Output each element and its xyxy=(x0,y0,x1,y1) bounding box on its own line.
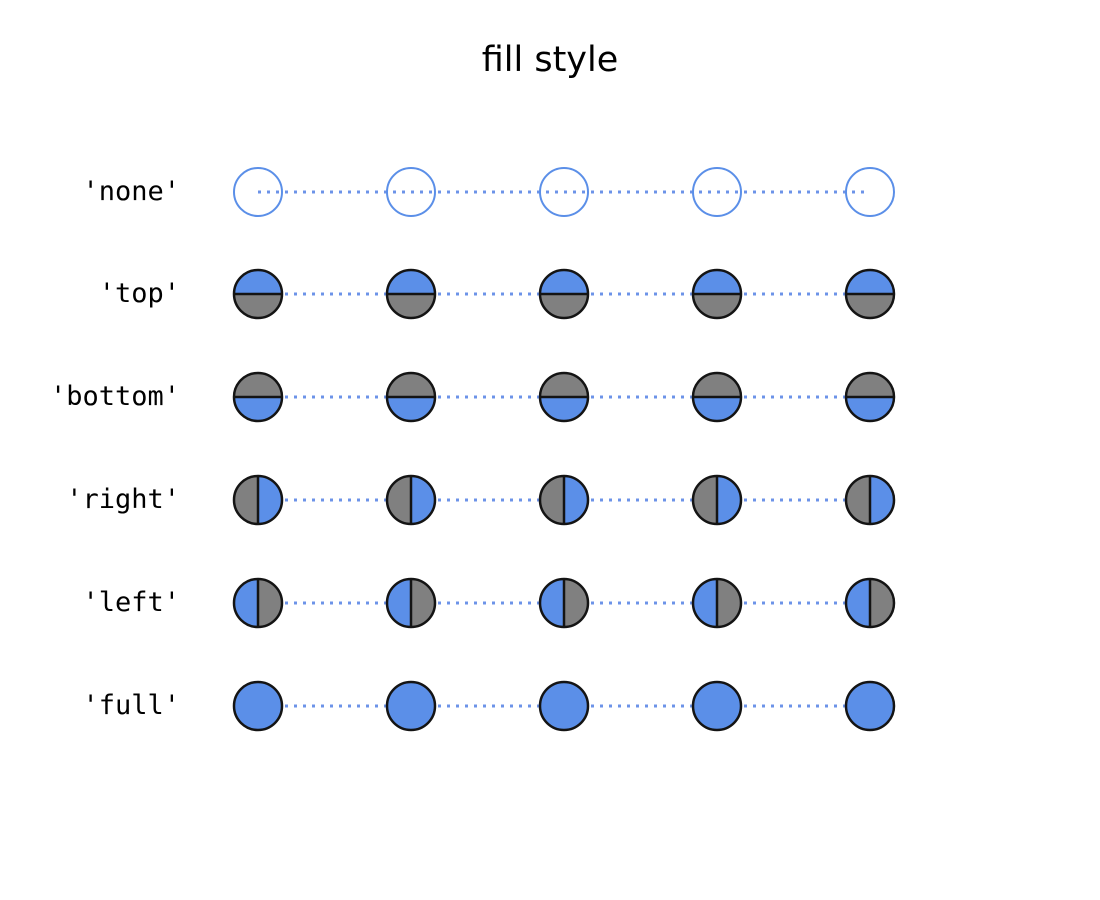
marker-top-5[interactable] xyxy=(844,268,896,320)
marker-full-2[interactable] xyxy=(385,680,437,732)
marker-left-5[interactable] xyxy=(844,577,896,629)
row-plot-top xyxy=(232,268,896,320)
marker-right-3[interactable] xyxy=(538,474,590,526)
marker-full-1[interactable] xyxy=(232,680,284,732)
marker-bottom-1[interactable] xyxy=(232,371,284,423)
marker-none-2[interactable] xyxy=(386,167,436,217)
row-plot-left xyxy=(232,577,896,629)
marker-top-3[interactable] xyxy=(538,268,590,320)
row-plot-none xyxy=(233,167,895,217)
row-plot-full xyxy=(232,680,896,732)
marker-top-1[interactable] xyxy=(232,268,284,320)
page-title: fill style xyxy=(481,40,619,80)
marker-left-4[interactable] xyxy=(691,577,743,629)
marker-full-4[interactable] xyxy=(691,680,743,732)
marker-right-4[interactable] xyxy=(691,474,743,526)
marker-left-2[interactable] xyxy=(385,577,437,629)
marker-top-2[interactable] xyxy=(385,268,437,320)
row-label-bottom: 'bottom' xyxy=(49,381,180,412)
row-plot-bottom xyxy=(232,371,896,423)
marker-right-2[interactable] xyxy=(385,474,437,526)
marker-left-1[interactable] xyxy=(232,577,284,629)
row-plot-right xyxy=(232,474,896,526)
row-label-left: 'left' xyxy=(82,587,180,618)
row-label-top: 'top' xyxy=(98,278,180,309)
marker-bottom-2[interactable] xyxy=(385,371,437,423)
marker-bottom-4[interactable] xyxy=(691,371,743,423)
marker-none-3[interactable] xyxy=(539,167,589,217)
marker-none-4[interactable] xyxy=(692,167,742,217)
marker-left-3[interactable] xyxy=(538,577,590,629)
marker-full-3[interactable] xyxy=(538,680,590,732)
marker-top-4[interactable] xyxy=(691,268,743,320)
marker-bottom-3[interactable] xyxy=(538,371,590,423)
marker-right-1[interactable] xyxy=(232,474,284,526)
marker-full-5[interactable] xyxy=(844,680,896,732)
row-label-full: 'full' xyxy=(82,690,180,721)
marker-bottom-5[interactable] xyxy=(844,371,896,423)
marker-right-5[interactable] xyxy=(844,474,896,526)
marker-none-5[interactable] xyxy=(845,167,895,217)
marker-none-1[interactable] xyxy=(233,167,283,217)
row-label-right: 'right' xyxy=(66,484,180,515)
row-label-none: 'none' xyxy=(82,176,180,207)
